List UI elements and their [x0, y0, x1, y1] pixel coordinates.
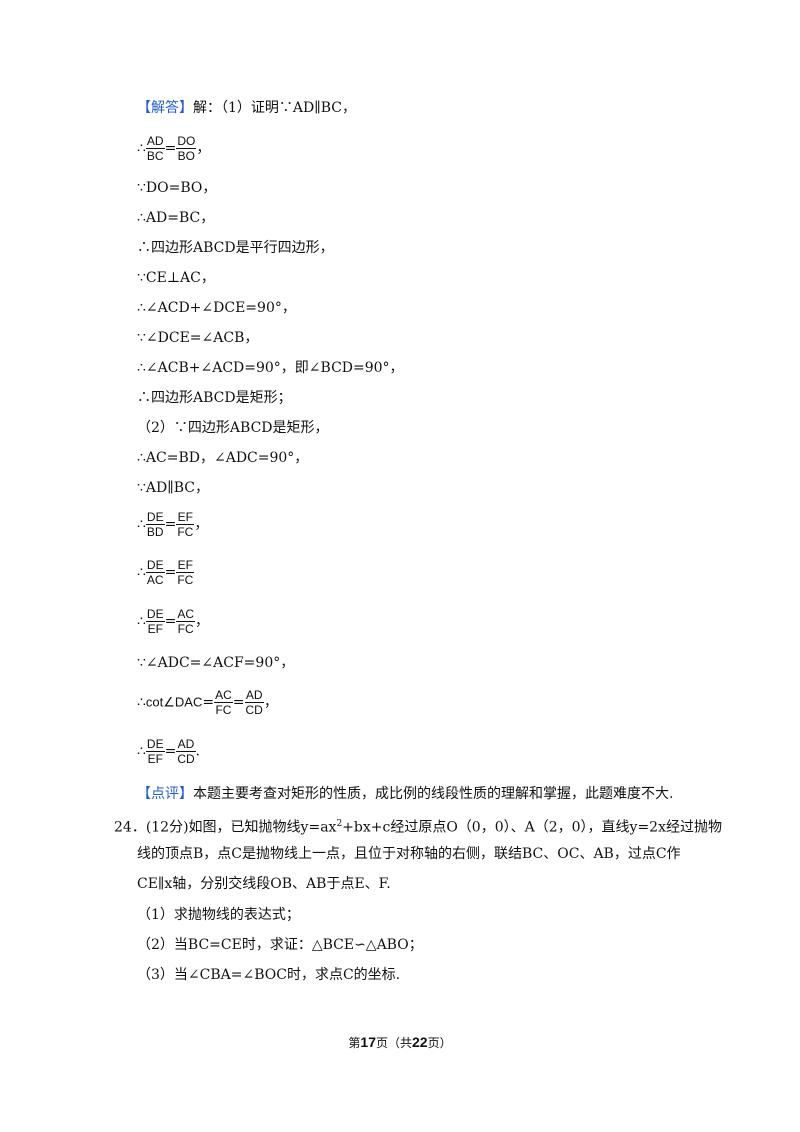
comment-line: 【点评】本题主要考查对矩形的性质，成比例的线段性质的理解和掌握，此题难度不大. [137, 785, 673, 803]
proof-line: ∵∠DCE=∠ACB， [137, 330, 259, 346]
answer-heading: 【解答】解：（1）证明∵AD∥BC， [137, 99, 356, 117]
proof-line: ∴AD=BC， [137, 210, 215, 226]
proof-line: ∴AC=BD，∠ADC=90°， [137, 450, 309, 466]
question-24-sub-2: （2）当BC=CE时，求证：△BCE∽△ABO； [137, 937, 423, 953]
comment-tag: 【点评】 [137, 786, 193, 802]
proof-line: ∵DO=BO， [137, 180, 217, 196]
proof-line: ∵∠ADC=∠ACF=90°， [137, 655, 295, 671]
question-24-sub-3: （3）当∠CBA=∠BOC时，求点C的坐标. [137, 967, 401, 983]
answer-tag: 【解答】 [137, 100, 193, 116]
answer-intro: 解：（1）证明∵AD∥BC， [193, 100, 356, 116]
therefore-symbol: ∴ [137, 140, 146, 157]
proof-line: ∴∠ACD+∠DCE=90°， [137, 300, 296, 316]
page-footer: 第17页（共22页） [348, 1034, 452, 1050]
question-24-line-3: CE∥x轴，分别交线段OB、AB于点E、F. [137, 876, 391, 892]
proof-line: ∴∠ACB+∠ACD=90°，即∠BCD=90°， [137, 360, 404, 376]
page-number: 17 [360, 1034, 376, 1050]
question-24-line-1: 24．(12分)如图，已知抛物线y=ax2+bx+c经过原点O（0，0）、A（2… [114, 819, 722, 836]
comment-text: 本题主要考查对矩形的性质，成比例的线段性质的理解和掌握，此题难度不大. [193, 786, 674, 802]
question-24-line-2: 线的顶点B，点C是抛物线上一点，且位于对称轴的右侧，联结BC、OC、AB，过点C… [137, 846, 681, 862]
total-pages: 22 [412, 1034, 428, 1050]
cot-label: cot∠DAC [145, 694, 203, 710]
proof-line: （2）∵四边形ABCD是矩形， [137, 420, 329, 436]
proof-line: ∴四边形ABCD是矩形； [137, 390, 292, 406]
proof-line: ∵AD∥BC， [137, 480, 209, 496]
question-24-sub-1: （1）求抛物线的表达式； [137, 907, 300, 923]
proof-line: ∴四边形ABCD是平行四边形， [137, 240, 334, 256]
proof-line: ∵CE⊥AC， [137, 270, 215, 286]
